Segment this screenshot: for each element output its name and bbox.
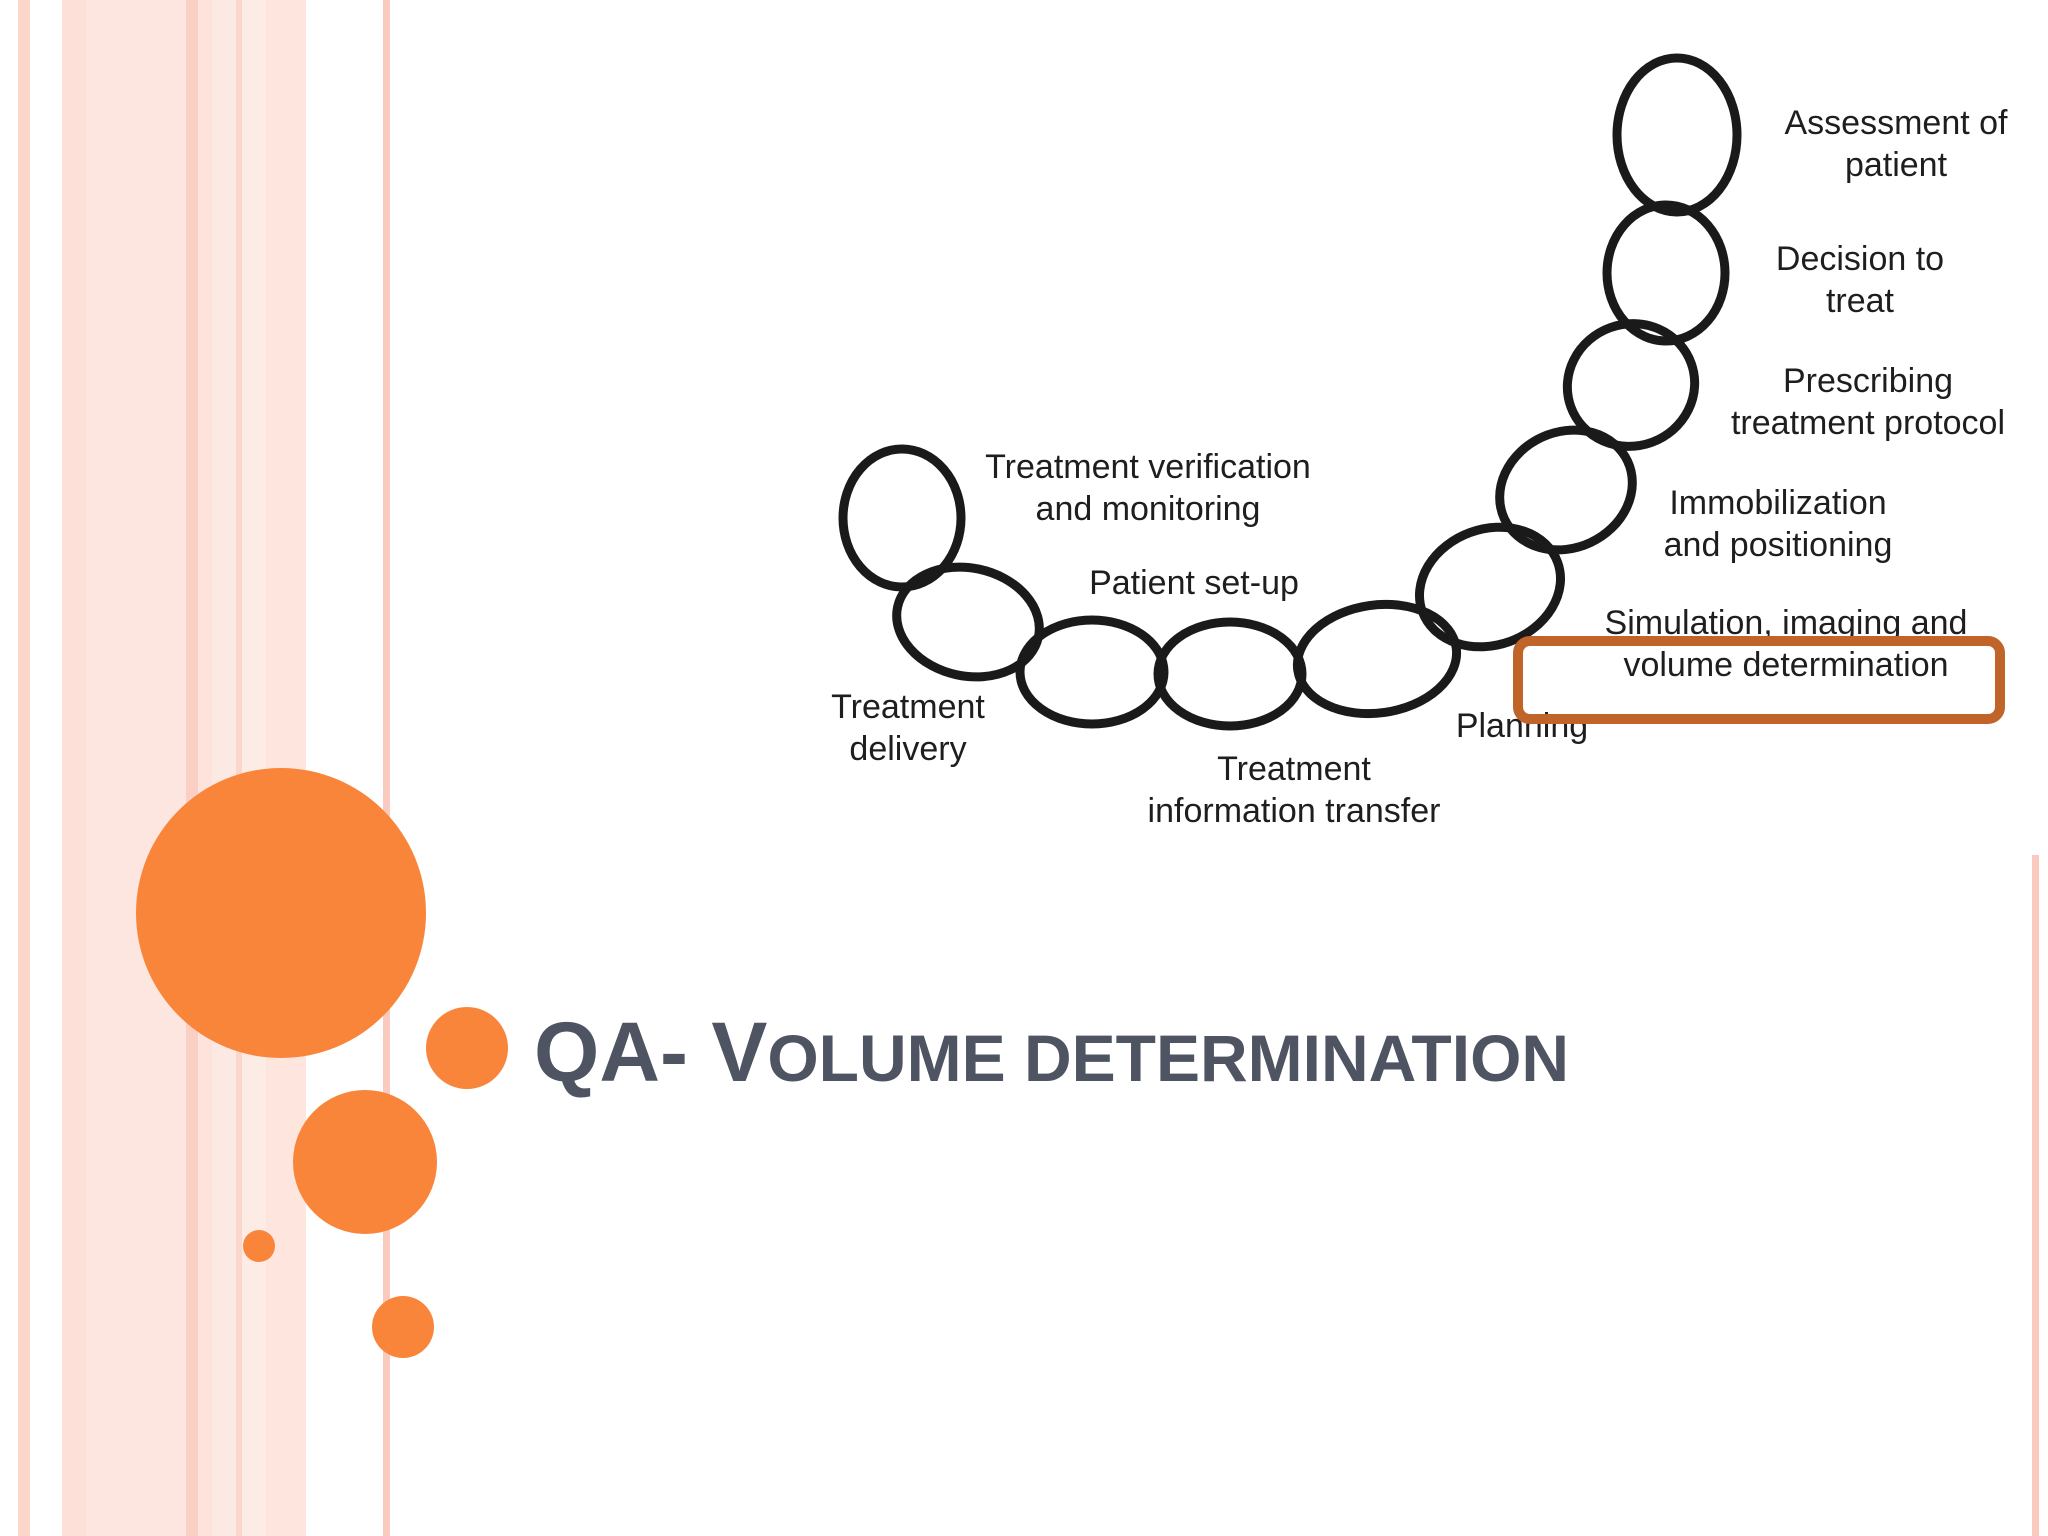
orange-circle — [243, 1230, 275, 1262]
step-label-line: treatment protocol — [1731, 404, 2005, 442]
step-label-line: Treatment verification — [985, 448, 1311, 486]
stripe — [18, 0, 30, 1536]
step-label-line: Simulation, imaging and — [1605, 604, 1968, 642]
chain-link — [1612, 53, 1742, 217]
chain-link — [1495, 425, 1637, 555]
chain-link — [1015, 615, 1169, 729]
step-label-line: and positioning — [1664, 526, 1893, 564]
stripe — [383, 0, 390, 1536]
stripe — [62, 0, 86, 1536]
step-label-line: Assessment of — [1785, 104, 2009, 142]
stripe — [2032, 855, 2039, 1536]
step-label-line: Decision to — [1776, 240, 1944, 278]
step-label-line: Prescribing — [1783, 362, 1953, 400]
chain-link — [838, 444, 966, 592]
stripe — [198, 0, 212, 1536]
step-label-line: and monitoring — [1036, 490, 1261, 528]
step-label-line: delivery — [849, 730, 966, 768]
step-label-prescribing: Prescribing treatment protocol — [1731, 362, 2005, 442]
step-label-line: Immobilization — [1669, 484, 1886, 522]
step-label-line: information transfer — [1148, 792, 1441, 830]
orange-circle — [136, 768, 426, 1058]
slide-title: QA- VOLUME DETERMINATION — [534, 1010, 1994, 1094]
step-label-assessment: Assessment of patient — [1785, 104, 2009, 184]
stripe — [212, 0, 236, 1536]
step-label-simulation: Simulation, imaging and volume determinat… — [1605, 604, 1968, 684]
chain-link — [1602, 200, 1730, 346]
step-label-line: Treatment — [831, 688, 985, 726]
step-label-line: volume determination — [1623, 646, 1948, 684]
chain-link — [1562, 319, 1700, 451]
title-rest: OLUME DETERMINATION — [767, 1021, 1570, 1095]
chain-links — [838, 53, 1742, 731]
highlight-box — [1513, 636, 2005, 724]
title-prefix: QA- — [534, 1005, 712, 1099]
step-label-decision: Decision to treat — [1776, 240, 1944, 320]
step-label-verification: Treatment verification and monitoring — [985, 448, 1311, 528]
stripe — [86, 0, 186, 1536]
stripe — [242, 0, 266, 1536]
step-label-transfer: Treatment information transfer — [1148, 750, 1441, 830]
stripe — [236, 0, 242, 1536]
step-label-delivery: Treatment delivery — [831, 688, 985, 768]
chain-link — [1292, 599, 1462, 719]
title-initial: V — [711, 1005, 768, 1099]
stripe — [186, 0, 198, 1536]
orange-circle — [372, 1296, 434, 1358]
step-label-line: Patient set-up — [1089, 564, 1299, 602]
step-label-immobilization: Immobilization and positioning — [1664, 484, 1893, 564]
step-label-setup: Patient set-up — [1089, 564, 1299, 602]
step-label-line: Treatment — [1217, 750, 1371, 788]
orange-circle — [426, 1007, 508, 1089]
step-label-line: patient — [1845, 146, 1948, 184]
stripe — [266, 0, 306, 1536]
step-label-line: treat — [1826, 282, 1895, 320]
chain-link — [1153, 617, 1307, 731]
chain-link — [892, 562, 1044, 682]
orange-circle — [293, 1090, 437, 1234]
